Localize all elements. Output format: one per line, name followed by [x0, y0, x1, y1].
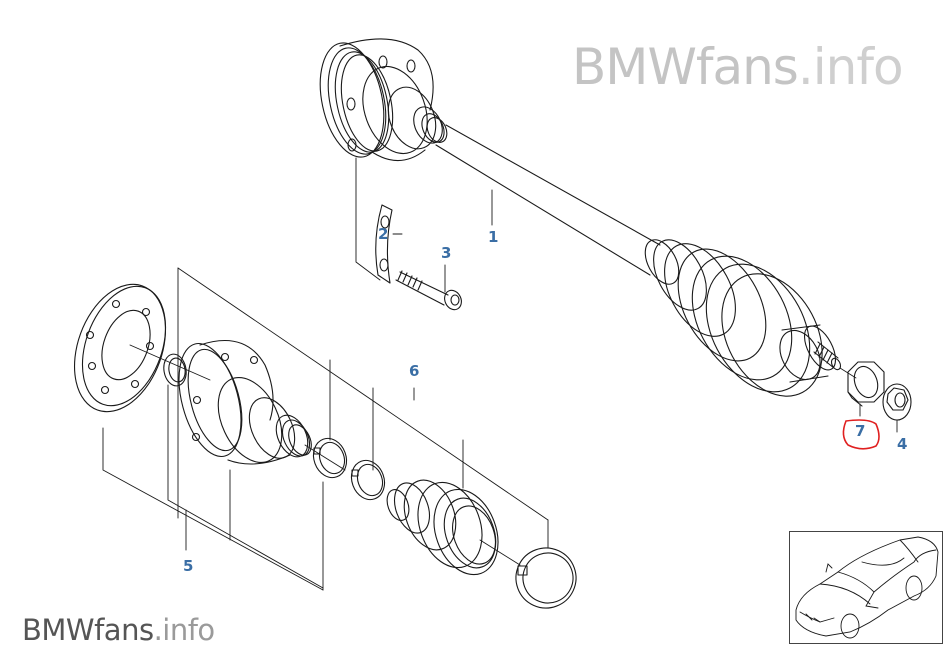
- leader-lines: [102, 157, 898, 591]
- socket-head-bolt-part[interactable]: [395, 270, 464, 312]
- drive-shaft-part[interactable]: [311, 37, 857, 413]
- collar-nut-part[interactable]: [882, 383, 912, 421]
- securing-plate-part[interactable]: [375, 204, 393, 284]
- clamp-large-part[interactable]: [508, 540, 585, 617]
- cv-joint-part[interactable]: [168, 337, 316, 473]
- callout-2[interactable]: 2: [378, 225, 389, 243]
- car-icon: [795, 536, 939, 639]
- watermark-bottom-brand: BMWfans: [22, 613, 154, 647]
- callout-1[interactable]: 1: [488, 228, 499, 246]
- circlip-part[interactable]: [161, 352, 188, 387]
- callout-4[interactable]: 4: [897, 435, 908, 453]
- watermark-top-suffix: .info: [797, 38, 904, 96]
- watermark-bottom-suffix: .info: [153, 613, 216, 647]
- vehicle-thumbnail[interactable]: [789, 531, 943, 644]
- lock-nut-part[interactable]: [847, 361, 885, 407]
- callout-6[interactable]: 6: [409, 362, 420, 380]
- watermark-top: BMWfans.info: [572, 42, 904, 92]
- highlight-circle-7: [842, 419, 880, 450]
- callout-7[interactable]: 7: [855, 422, 866, 440]
- watermark-bottom: BMWfans.info: [22, 616, 215, 645]
- callout-3[interactable]: 3: [441, 244, 452, 262]
- clamp-medium-part[interactable]: [346, 456, 390, 505]
- flange-gasket-part[interactable]: [58, 272, 182, 425]
- clamp-small-part[interactable]: [308, 434, 352, 483]
- callout-5[interactable]: 5: [183, 557, 194, 575]
- outer-boot-part[interactable]: [383, 473, 509, 584]
- watermark-top-brand: BMWfans: [572, 38, 799, 96]
